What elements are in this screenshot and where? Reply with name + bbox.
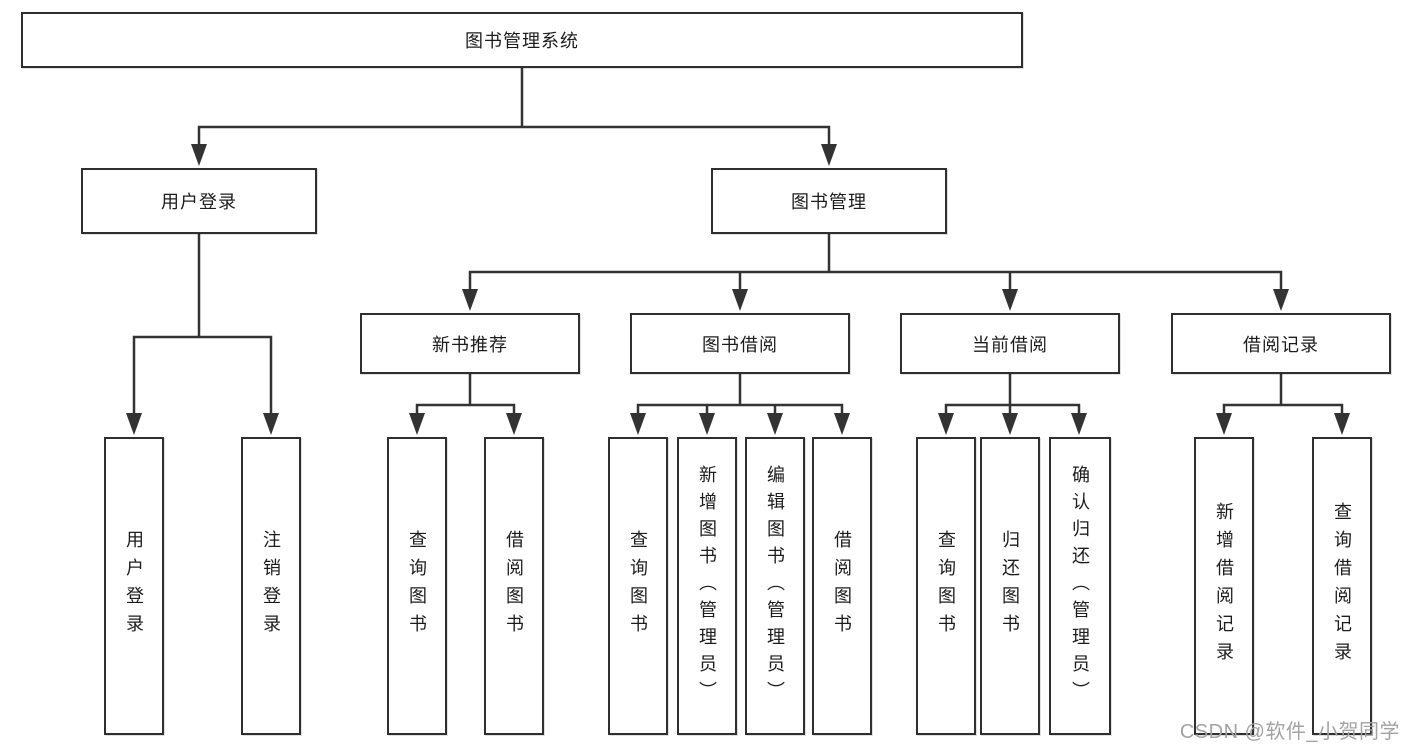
leaf-search-books-recommendation: 查询图书 <box>387 437 447 735</box>
leaf-logout: 注销登录 <box>241 437 301 735</box>
node-book-management: 图书管理 <box>711 168 947 234</box>
node-library-management-system: 图书管理系统 <box>21 12 1023 68</box>
node-label: 用户登录 <box>161 192 237 212</box>
arrowheads <box>126 144 1350 435</box>
leaf-search-books-current: 查询图书 <box>916 437 976 735</box>
node-user-login: 用户登录 <box>81 168 317 234</box>
node-label: 借阅记录 <box>1243 334 1319 355</box>
node-label: 新书推荐 <box>432 334 508 355</box>
leaf-return-book: 归还图书 <box>980 437 1040 735</box>
node-label: 编辑图书（管理员） <box>765 464 785 708</box>
csdn-watermark: CSDN @软件_小贺同学 <box>1179 721 1400 743</box>
leaf-add-book-admin: 新增图书（管理员） <box>677 437 737 735</box>
node-label: 图书借阅 <box>702 334 778 355</box>
node-borrowing-records: 借阅记录 <box>1171 313 1391 374</box>
node-label: 借阅图书 <box>832 530 852 642</box>
node-label: 图书管理 <box>791 192 867 212</box>
leaf-search-borrow-record: 查询借阅记录 <box>1312 437 1372 735</box>
leaf-borrow-books-recommendation: 借阅图书 <box>484 437 544 735</box>
leaf-search-books-borrowing: 查询图书 <box>608 437 668 735</box>
node-label: 图书管理系统 <box>465 31 579 51</box>
node-label: 确认归还（管理员） <box>1070 464 1090 708</box>
node-label: 查询图书 <box>628 530 648 642</box>
node-label: 借阅图书 <box>504 530 524 642</box>
leaf-edit-book-admin: 编辑图书（管理员） <box>745 437 805 735</box>
node-new-book-recommendation: 新书推荐 <box>360 313 580 374</box>
node-label: 用户登录 <box>124 530 144 642</box>
node-label: 归还图书 <box>1000 530 1020 642</box>
node-label: 新增图书（管理员） <box>697 464 717 708</box>
node-book-borrowing: 图书借阅 <box>630 313 850 374</box>
node-current-borrowing: 当前借阅 <box>900 313 1120 374</box>
node-label: 查询图书 <box>936 530 956 642</box>
leaf-borrow-books: 借阅图书 <box>812 437 872 735</box>
node-label: 查询借阅记录 <box>1332 502 1352 670</box>
leaf-user-login: 用户登录 <box>104 437 164 735</box>
node-label: 当前借阅 <box>972 334 1048 355</box>
node-label: 查询图书 <box>407 530 427 642</box>
leaf-add-borrow-record: 新增借阅记录 <box>1194 437 1254 735</box>
node-label: 新增借阅记录 <box>1214 502 1234 670</box>
node-label: 注销登录 <box>261 530 281 642</box>
leaf-confirm-return-admin: 确认归还（管理员） <box>1049 437 1111 735</box>
